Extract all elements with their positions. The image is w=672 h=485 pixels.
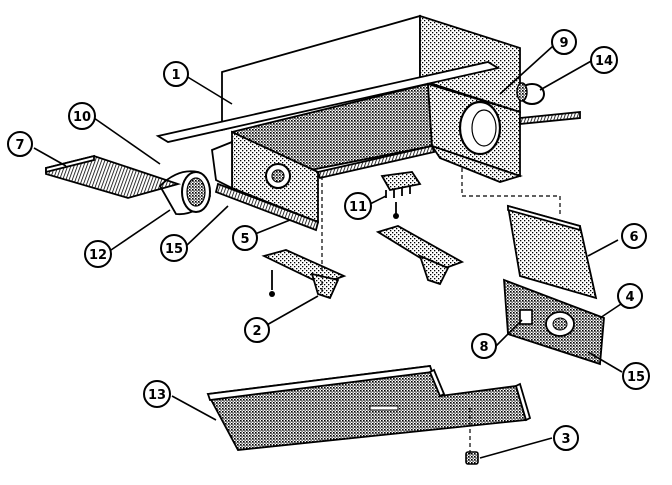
svg-text:11: 11	[349, 200, 367, 215]
callout-7: 7	[7, 131, 33, 157]
callout-13: 13	[143, 380, 171, 408]
housing-assembly	[155, 14, 581, 232]
foot-part	[465, 451, 479, 465]
filter-strip-part	[45, 154, 182, 199]
callout-6: 6	[621, 223, 647, 249]
callout-4: 4	[617, 283, 643, 309]
callout-10: 10	[68, 102, 96, 130]
callout-5: 5	[232, 225, 258, 251]
leader-lines	[33, 45, 623, 459]
callout-14: 14	[590, 46, 618, 74]
svg-text:5: 5	[240, 232, 249, 247]
svg-text:15: 15	[165, 242, 183, 257]
svg-text:10: 10	[73, 110, 91, 125]
housing-lower-channel	[429, 144, 523, 183]
housing-bottom-rail-left	[214, 182, 320, 232]
callout-3: 3	[553, 425, 579, 451]
alignment-lines	[321, 168, 561, 454]
svg-text:7: 7	[15, 138, 24, 153]
callout-15b: 15	[622, 362, 650, 390]
mid-bracket-part	[375, 225, 465, 286]
housing-bottom-rail-mid	[316, 144, 436, 180]
svg-text:9: 9	[559, 36, 568, 51]
filter-panel-part	[506, 204, 598, 300]
svg-text:8: 8	[479, 340, 488, 355]
left-end-opening-inner	[271, 169, 285, 183]
housing-right-strip	[519, 111, 581, 125]
front-panel-part	[502, 278, 605, 366]
housing-top-rail	[155, 61, 501, 143]
svg-text:3: 3	[561, 432, 570, 447]
callouts: 1 2 3 4 5 6 7 8	[7, 29, 650, 451]
svg-text:14: 14	[595, 54, 613, 69]
bottom-grille-part	[206, 365, 532, 451]
callout-9: 9	[551, 29, 577, 55]
housing-left-flange	[211, 140, 233, 190]
right-end-opening-inner	[471, 109, 497, 147]
svg-text:2: 2	[252, 324, 261, 339]
callout-12: 12	[84, 240, 112, 268]
duct-collar-part	[158, 170, 212, 216]
svg-text:13: 13	[148, 388, 166, 403]
svg-text:6: 6	[629, 230, 638, 245]
left-bracket-part	[261, 249, 347, 300]
svg-text:4: 4	[625, 290, 634, 305]
callout-1: 1	[163, 61, 189, 87]
knob-part	[516, 82, 545, 105]
small-bracket-part	[380, 171, 422, 219]
callout-11: 11	[344, 192, 372, 220]
svg-text:12: 12	[89, 248, 107, 263]
svg-text:1: 1	[171, 68, 180, 83]
svg-text:15: 15	[627, 370, 645, 385]
callout-15a: 15	[160, 234, 188, 262]
callout-2: 2	[244, 317, 270, 343]
callout-8: 8	[471, 333, 497, 359]
